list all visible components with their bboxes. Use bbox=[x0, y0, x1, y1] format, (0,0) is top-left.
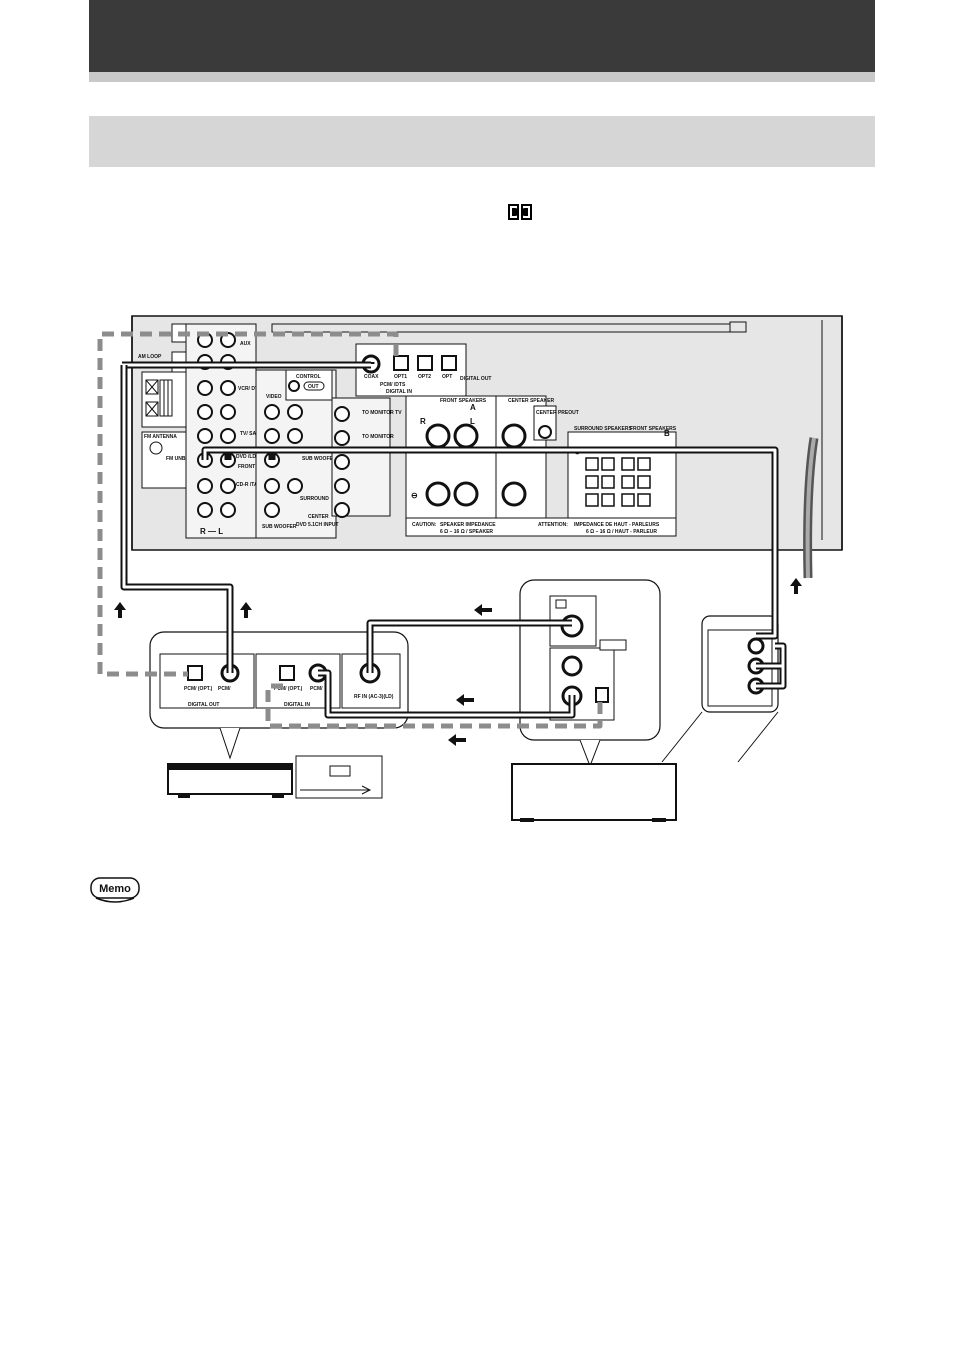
cables bbox=[97, 331, 787, 729]
minus-label: ⊖ bbox=[411, 491, 418, 500]
r-l-label: R — L bbox=[200, 527, 223, 536]
tv-rear-panel bbox=[661, 615, 779, 763]
sub-woofer-label: SUB WOOFER bbox=[262, 524, 297, 530]
opt1-label: OPT1 bbox=[394, 374, 407, 380]
arrow-left-icon bbox=[474, 604, 492, 616]
digital-out-label: DIGITAL OUT bbox=[460, 376, 491, 382]
attention-text: IMPEDANCE DE HAUT - PARLEURS bbox=[574, 522, 660, 528]
memo-icon: Memo bbox=[90, 877, 140, 903]
fm-unbal-label: FM UNBAL. 75Ω bbox=[166, 456, 204, 462]
am-loop-label: AM LOOP bbox=[138, 354, 162, 360]
center-speaker-label: CENTER SPEAKER bbox=[508, 398, 555, 404]
dvd-51ch-input-label: DVD 5.1CH INPUT bbox=[296, 522, 339, 528]
player-pcm-opt-in-label: PCM/ (OPT.) bbox=[274, 686, 303, 692]
player-rf-in-label: RF IN (AC-3)(LD) bbox=[354, 694, 394, 700]
dvd-ld-label: DVD /LD bbox=[236, 454, 256, 460]
speaker-l-label: L bbox=[470, 417, 475, 426]
player-pcm-in-label: PCM/ bbox=[310, 686, 323, 692]
center-preout-label: CENTER PREOUT bbox=[536, 410, 579, 416]
speaker-a-label: A bbox=[470, 403, 476, 412]
dvd-player-rear-panel: PCM/ (OPT.) PCM/ DIGITAL OUT PCM/ (OPT.)… bbox=[149, 631, 409, 799]
arrow-left-icon bbox=[456, 694, 474, 706]
to-monitor-label: TO MONITOR bbox=[362, 434, 394, 440]
attention-range: 6 Ω – 16 Ω / HAUT - PARLEUR bbox=[586, 529, 657, 535]
digital-in-label: DIGITAL IN bbox=[386, 389, 412, 395]
arrow-up-icon bbox=[240, 602, 252, 618]
speaker-b-label: B bbox=[664, 429, 670, 438]
pcm-dts-label: PCM/ /DTS bbox=[380, 382, 406, 388]
receiver-rear-panel: AM LOOP FM ANTENNA FM UNBAL. 75Ω AUX VCR… bbox=[131, 315, 843, 579]
dolby-digital-logo-icon bbox=[508, 204, 532, 220]
surround-speakers-label: SURROUND SPEAKERS bbox=[574, 426, 632, 432]
video-label: VIDEO bbox=[266, 394, 282, 400]
opt-label: OPT bbox=[442, 374, 452, 380]
section-band bbox=[89, 116, 875, 167]
speaker-r-label: R bbox=[420, 417, 426, 426]
player-pcm-out-label: PCM/ bbox=[218, 686, 231, 692]
vcr-dvr-label: VCR/ DVR bbox=[238, 386, 262, 392]
arrow-up-icon bbox=[790, 578, 802, 594]
caution-label: CAUTION: bbox=[412, 522, 437, 528]
control-out-label: OUT bbox=[308, 384, 319, 390]
opt2-label: OPT2 bbox=[418, 374, 431, 380]
svg-text:Memo: Memo bbox=[99, 883, 131, 895]
connection-diagram: AM LOOP FM ANTENNA FM UNBAL. 75Ω AUX VCR… bbox=[97, 315, 843, 822]
sub-woofer-preout-label: SUB WOOFER PREOUT bbox=[302, 456, 359, 462]
header-rule bbox=[89, 72, 875, 82]
to-monitor-tv-label: TO MONITOR TV bbox=[362, 410, 402, 416]
caution-text: SPEAKER IMPEDANCE bbox=[440, 522, 496, 528]
player-digital-out-label: DIGITAL OUT bbox=[188, 702, 219, 708]
control-label: CONTROL bbox=[296, 374, 321, 380]
ld-player-rear-panel bbox=[511, 579, 677, 822]
center-label: CENTER bbox=[308, 514, 329, 520]
attention-label: ATTENTION: bbox=[538, 522, 568, 528]
signal-arrows bbox=[114, 578, 802, 746]
player-pcm-opt-out-label: PCM/ (OPT.) bbox=[184, 686, 213, 692]
fm-antenna-label: FM ANTENNA bbox=[144, 434, 177, 440]
caution-range: 6 Ω – 16 Ω / SPEAKER bbox=[440, 529, 493, 535]
arrow-left-icon bbox=[448, 734, 466, 746]
tv-sat-label: TV/ SAT bbox=[240, 431, 259, 437]
arrow-up-icon bbox=[114, 602, 126, 618]
surround-label: SURROUND bbox=[300, 496, 329, 502]
front-label: FRONT bbox=[238, 464, 255, 470]
header-bar bbox=[89, 0, 875, 72]
front-speakers-b-label: FRONT SPEAKERS bbox=[630, 426, 677, 432]
player-digital-in-label: DIGITAL IN bbox=[284, 702, 310, 708]
front-speakers-label: FRONT SPEAKERS bbox=[440, 398, 487, 404]
aux-label: AUX bbox=[240, 341, 251, 347]
coax-label: COAX bbox=[364, 374, 379, 380]
